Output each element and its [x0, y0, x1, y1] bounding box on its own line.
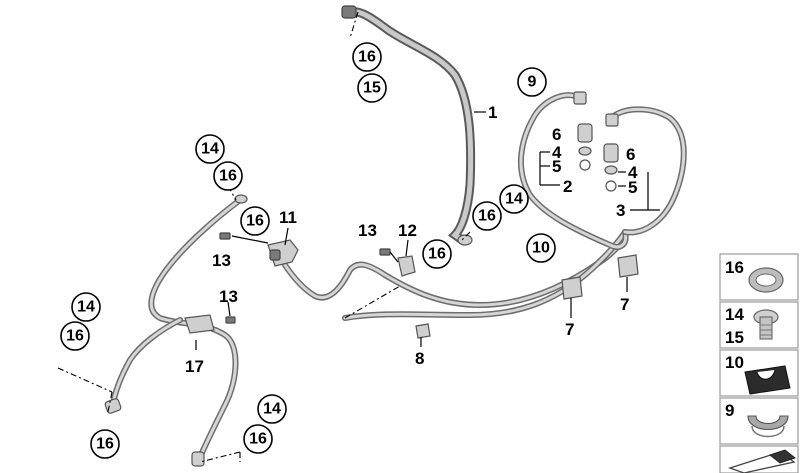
callout-1: 1: [488, 103, 497, 122]
svg-text:10: 10: [725, 353, 744, 372]
brake-hose-1: [341, 5, 476, 246]
legend-item-shim: [719, 445, 799, 473]
hose-fitting-top: [341, 5, 357, 19]
callout-11: 11: [279, 208, 297, 227]
callout-5-right: 5: [628, 178, 637, 197]
callout-17: 17: [185, 357, 204, 376]
sealing-ring-icon: [748, 267, 784, 293]
svg-text:15: 15: [725, 328, 744, 347]
circle-callout-16-bottom-left: 16: [90, 429, 120, 459]
svg-text:16: 16: [478, 208, 496, 225]
svg-text:15: 15: [363, 80, 381, 97]
black-grommet-icon: [744, 365, 791, 395]
svg-text:16: 16: [428, 246, 446, 263]
pipe-end-fitting-left: [104, 398, 122, 414]
hose-fitting-bottom: [457, 234, 473, 246]
svg-text:9: 9: [528, 74, 537, 91]
shim-plate-icon: [727, 449, 797, 473]
circled-callouts: 16 15 9 14 16 16 10 14 16 16 14 16 16 14…: [60, 42, 556, 459]
valve-body: [269, 249, 281, 261]
pipe-end-upper-left: [573, 91, 587, 105]
parts: [184, 123, 639, 339]
circle-callout-10: 10: [526, 233, 556, 263]
clip-7-left: [561, 276, 583, 300]
callout-13-b: 13: [358, 221, 377, 240]
circle-callout-16-bottom: 16: [243, 424, 273, 454]
circle-callout-14-mid: 14: [499, 184, 529, 214]
legend-item-10: 10: [719, 349, 799, 397]
callout-13-c: 13: [219, 287, 238, 306]
bracket-12: [397, 255, 416, 277]
callout-2: 2: [563, 177, 572, 196]
svg-text:14: 14: [505, 191, 523, 208]
callout-4-right: 4: [628, 163, 638, 182]
legend-item-14-15: 14 15: [719, 301, 799, 349]
svg-text:16: 16: [725, 258, 744, 277]
circle-callout-14-bottom: 14: [257, 394, 287, 424]
circle-callout-16-left: 16: [213, 161, 243, 191]
callout-13-a: 13: [212, 251, 231, 270]
banjo-bolt-icon: [753, 309, 779, 340]
seal-4-right: [604, 165, 618, 175]
svg-text:14: 14: [263, 401, 281, 418]
seal-5-right: [605, 180, 617, 192]
pipe-end-fitting-top: [234, 194, 248, 204]
svg-text:16: 16: [219, 168, 237, 185]
callout-6-left: 6: [552, 125, 561, 144]
svg-text:10: 10: [532, 240, 550, 257]
svg-text:16: 16: [249, 431, 267, 448]
circle-callout-16-lower-left: 16: [60, 321, 90, 351]
clip-8: [415, 323, 431, 339]
circle-callout-15-top: 15: [357, 73, 387, 103]
pipe-end-upper-right: [605, 113, 619, 127]
svg-text:14: 14: [77, 299, 95, 316]
seal-5-left: [579, 159, 591, 171]
seal-4-left: [578, 146, 592, 156]
svg-text:14: 14: [201, 141, 219, 158]
brake-pipes: [104, 5, 687, 467]
legend-item-9: 9: [719, 397, 799, 445]
callout-8: 8: [415, 349, 424, 368]
svg-text:14: 14: [725, 305, 744, 324]
circle-callout-14-left: 14: [195, 134, 225, 164]
circle-callout-16-valve: 16: [240, 206, 270, 236]
callout-labels: 1 2 3 4 5 6 4 5 6 7 7 8 11 12 13 13 13 1…: [185, 103, 638, 376]
svg-text:16: 16: [66, 328, 84, 345]
svg-text:16: 16: [246, 213, 264, 230]
union-nut-6-left: [577, 123, 593, 143]
callout-7-right: 7: [620, 295, 629, 314]
circle-callout-16-center: 16: [422, 239, 452, 269]
callout-3: 3: [616, 201, 625, 220]
svg-text:16: 16: [96, 436, 114, 453]
clip-7-right: [617, 254, 639, 278]
circle-callout-16-top: 16: [352, 42, 382, 72]
callout-5-left: 5: [552, 157, 561, 176]
screw-13-c: [225, 316, 236, 324]
circle-callout-16-mid: 16: [472, 201, 502, 231]
circle-callout-9: 9: [517, 67, 547, 97]
pipe-end-fitting-bottom: [191, 451, 205, 467]
callout-4-left: 4: [552, 143, 562, 162]
callout-12: 12: [398, 221, 417, 240]
callout-6-right: 6: [626, 145, 635, 164]
screw-13-a: [219, 232, 231, 240]
bracket-17: [184, 314, 215, 334]
legend-item-16: 16: [719, 253, 799, 301]
callout-7-left: 7: [565, 320, 574, 339]
svg-text:9: 9: [725, 401, 734, 420]
circle-callout-14-lower-left: 14: [71, 292, 101, 322]
union-nut-6-right: [603, 143, 619, 163]
screw-13-b: [379, 248, 391, 256]
parts-legend: 16 14 15 10: [719, 253, 799, 473]
svg-text:16: 16: [358, 49, 376, 66]
grey-grommet-icon: [747, 415, 789, 438]
